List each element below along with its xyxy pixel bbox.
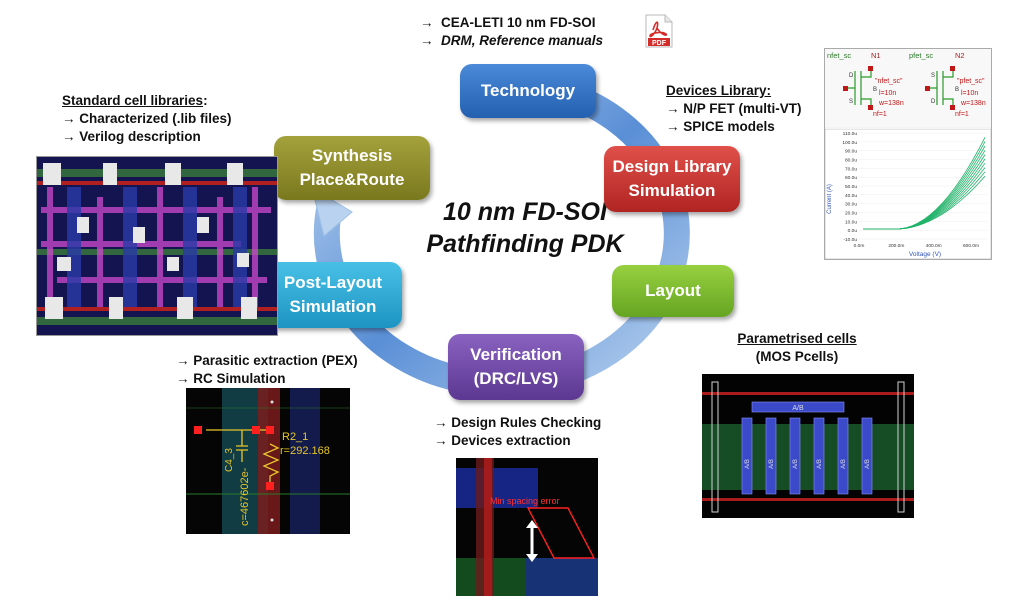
pcell-finger-label: A/B [865, 459, 871, 469]
pdf-label: PDF [652, 40, 667, 47]
iv-curve-plot: 110.0u 100.0u 90.0u 80.0u 70.0u 60.0u 50.0u 40.… [825, 129, 991, 259]
iv-curve [863, 137, 986, 230]
iv-ytick: 10.0u [845, 219, 857, 225]
stdcell-notes: Standard cell libraries: → Characterized… [62, 93, 232, 144]
iv-ytick: 80.0u [845, 158, 857, 164]
iv-xlabel: Voltage (V) [909, 251, 941, 258]
pdf-icon: PDF [645, 14, 673, 48]
pcell-image: A/B A/B A/B A/B A/B A/B A/B [702, 374, 914, 518]
p-label: pfet_sc [909, 51, 933, 60]
pcell-finger [813, 417, 825, 495]
iv-ytick: 50.0u [845, 184, 857, 190]
device-schematic-panel: nfet_sc N1 pfet_sc N2 D S S D B B "nfet_… [824, 48, 992, 260]
p-pin-b: B [955, 87, 959, 93]
pcell-finger [837, 417, 849, 495]
iv-ylabel: Current (A) [827, 184, 833, 214]
stdcell-layout-image [36, 156, 278, 336]
iv-ytick: 90.0u [845, 149, 857, 155]
p-name: N2 [955, 51, 965, 60]
stage-synthesis: Synthesis Place&Route [274, 136, 430, 200]
pcell-finger [741, 417, 753, 495]
n-pin-b: B [873, 87, 877, 93]
stage-design-library: Design Library Simulation [604, 146, 740, 212]
drc-image: Min spacing error [456, 458, 598, 596]
p-l: l=10n [961, 90, 978, 97]
p-pin-d: D [931, 99, 936, 105]
pex-res-label: R2_1 [282, 431, 308, 443]
pcell-notes: Parametrised cells (MOS Pcells) [737, 331, 857, 364]
drc-error-label: Min spacing error [490, 496, 560, 506]
p-nf: nf=1 [955, 111, 969, 118]
n-l: l=10n [879, 90, 896, 97]
pcell-gate-label: A/B [792, 405, 804, 412]
iv-ytick: 0.0u [848, 228, 858, 234]
iv-ytick: 100.0u [842, 140, 857, 146]
n-pin-d: D [849, 73, 854, 79]
stage-technology: Technology [460, 64, 596, 118]
iv-ytick: 60.0u [845, 175, 857, 181]
iv-ytick: -10.0u [843, 237, 857, 243]
diagram-title: 10 nm FD-SOI Pathfinding PDK [426, 198, 624, 258]
n-pin-s: S [849, 99, 853, 105]
devices-notes: Devices Library: → N/P FET (multi-VT) → … [666, 83, 802, 134]
pcell-finger-label: A/B [841, 459, 847, 469]
pcell-finger [765, 417, 777, 495]
iv-xtick: 200.0m [888, 243, 904, 249]
n-model: "nfet_sc" [875, 78, 903, 85]
iv-xtick: 600.0m [963, 243, 979, 249]
pcell-finger-label: A/B [817, 459, 823, 469]
pcell-finger [789, 417, 801, 495]
iv-xtick: 400.0m [926, 243, 942, 249]
technology-notes: → CEA-LETI 10 nm FD-SOI → DRM, Reference… [420, 15, 604, 48]
iv-ytick: 110.0u [843, 131, 858, 137]
iv-ytick: 30.0u [845, 202, 857, 208]
p-model: "pfet_sc" [957, 78, 985, 85]
pcell-finger-label: A/B [769, 459, 775, 469]
arrowhead [311, 186, 353, 237]
p-pin-s: S [931, 73, 935, 79]
stage-post-layout: Post-Layout Simulation [264, 262, 402, 328]
iv-xtick: 0.0m [854, 243, 865, 249]
p-w: w=138n [960, 100, 986, 107]
iv-ytick: 40.0u [845, 193, 857, 199]
stage-layout: Layout [612, 265, 734, 317]
stage-verification: Verification (DRC/LVS) [448, 334, 584, 400]
pex-cap-value: c=467602e- [239, 467, 251, 526]
pcell-finger-label: A/B [745, 459, 751, 469]
pcell-finger [861, 417, 873, 495]
iv-ytick: 20.0u [845, 211, 857, 217]
iv-ytick: 70.0u [845, 166, 857, 172]
n-name: N1 [871, 51, 881, 60]
n-w: w=138n [878, 100, 904, 107]
parasitic-notes: → Parasitic extraction (PEX) → RC Simula… [176, 353, 358, 386]
drc-notes: → Design Rules Checking → Devices extrac… [434, 415, 602, 448]
pex-cap-label: C4_3 [224, 448, 235, 472]
pex-res-value: r=292.168 [280, 445, 330, 457]
n-label: nfet_sc [827, 51, 851, 60]
pex-image: R2_1 r=292.168 C4_3 c=467602e- [186, 388, 350, 534]
n-nf: nf=1 [873, 111, 887, 118]
pcell-finger-label: A/B [793, 459, 799, 469]
